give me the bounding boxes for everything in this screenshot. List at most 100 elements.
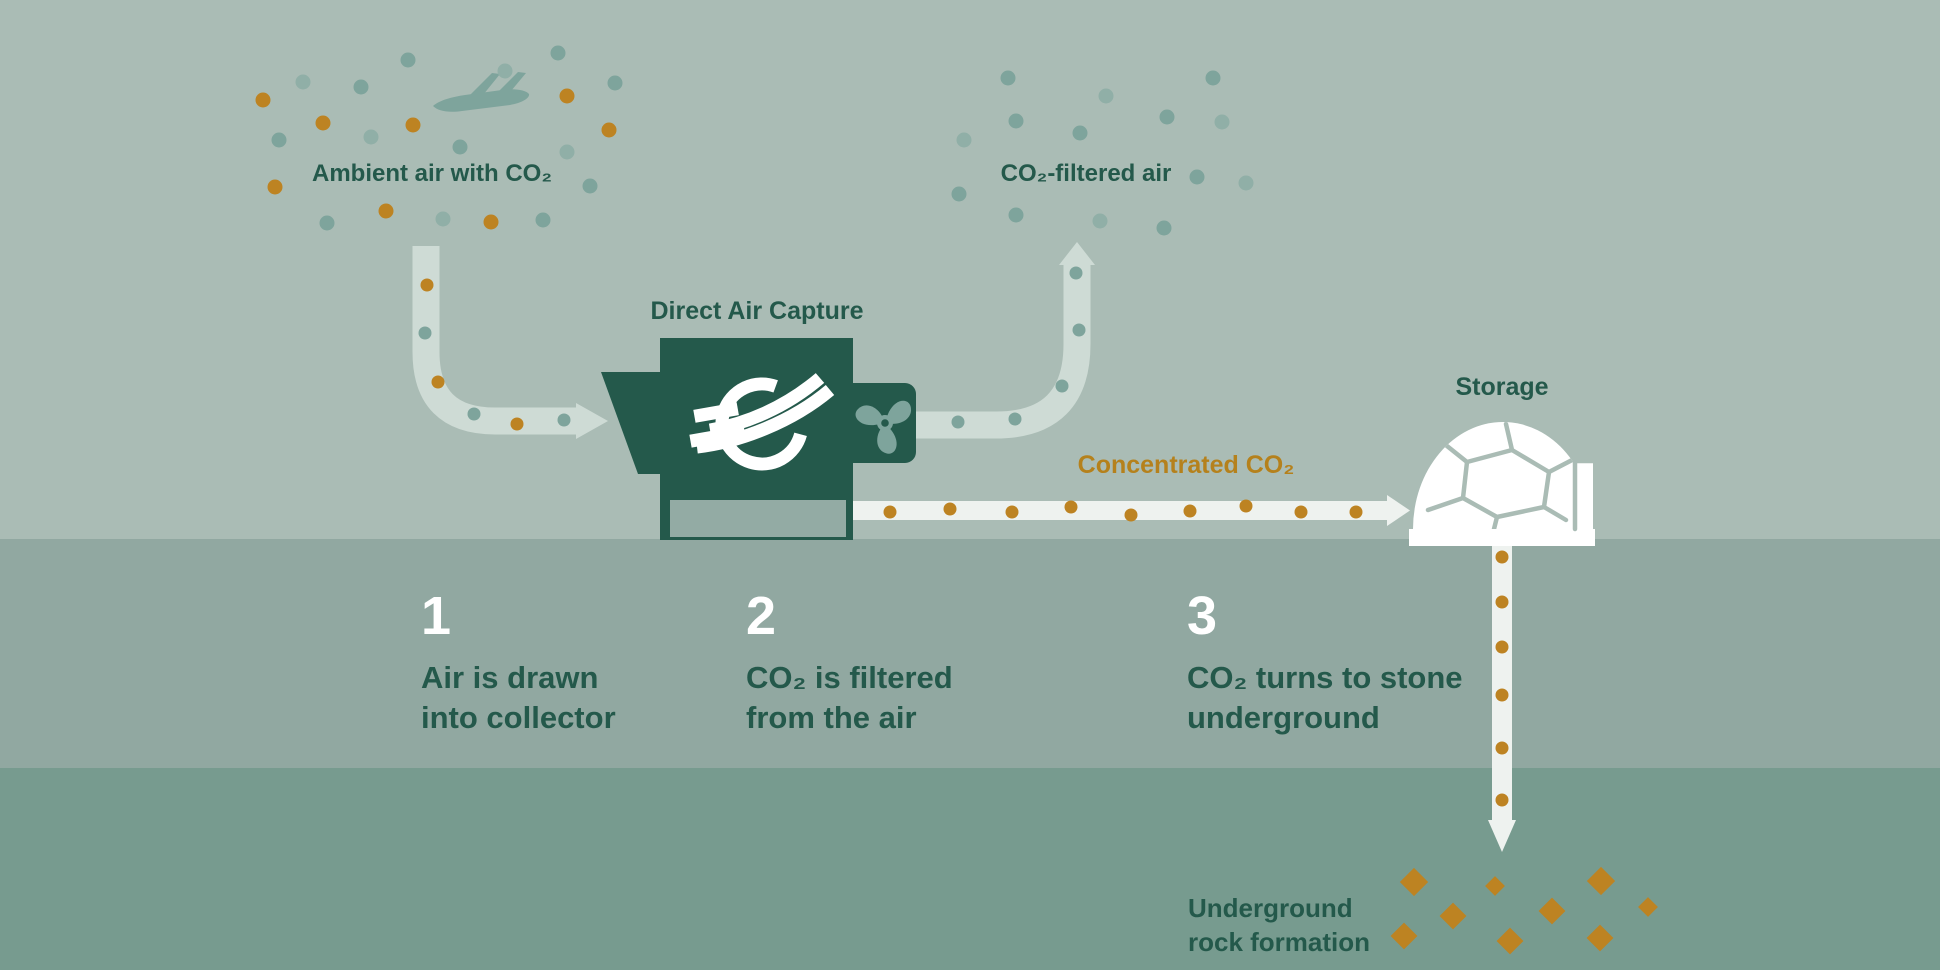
air-dot [452,139,468,155]
arrow-up-icon [1059,242,1095,265]
storage-label: Storage [1455,373,1549,401]
co2-dot [1495,741,1509,755]
intake-pipe [412,246,608,439]
air-dot [319,215,335,231]
air-dot [1072,323,1086,337]
rock-formation-diamonds [1390,866,1658,955]
dome-shell [1413,422,1593,529]
air-dot [1156,220,1172,236]
co2-dot [1124,508,1138,522]
co2-dot [1005,505,1019,519]
co2-dot [1349,505,1363,519]
air-dot [951,186,967,202]
co2-dot [1495,640,1509,654]
co2-dot [1495,793,1509,807]
air-dot [1092,213,1108,229]
air-dot [1008,113,1024,129]
concentrated-co2-label: Concentrated CO₂ [1077,451,1295,479]
air-dot [1205,70,1221,86]
arrow-down-icon [1488,820,1516,852]
air-dot [510,417,524,431]
air-dot [378,203,394,219]
ambient-air-label: Ambient air with CO₂ [311,160,553,187]
rock-diamond [1638,897,1658,917]
concentrated-co2-pipe [690,495,1410,526]
injection-pipe-dots [1495,550,1509,807]
air-dot [1098,88,1114,104]
air-dot [1214,114,1230,130]
filtered-air-dots [951,70,1254,236]
co2-dot [1183,504,1197,518]
air-dot [400,52,416,68]
rock-diamond [1538,897,1566,925]
step-2-number: 2 [746,586,777,646]
underground-rock-label: Underground rock formation [1188,893,1371,957]
exhaust-pipe-dots [951,266,1086,429]
air-dot [956,132,972,148]
rock-diamond [1390,922,1418,950]
air-dot [405,117,421,133]
ambient-air-dots [255,45,623,231]
rock-diamond [1399,867,1429,897]
air-dot [550,45,566,61]
air-dot [353,79,369,95]
airplane-icon [433,72,530,112]
dome-side-tower [1577,463,1593,529]
arrow-right-icon [1387,495,1410,526]
air-dot [295,74,311,90]
rock-diamond [1586,924,1614,952]
step-1-number: 1 [421,586,452,646]
air-dot [431,375,445,389]
air-dot [1238,175,1254,191]
air-dot [535,212,551,228]
air-dot [420,278,434,292]
step-1-text: Air is drawn into collector [421,660,616,735]
co2-dot [1239,499,1253,513]
co2-dot [1064,500,1078,514]
air-dot [271,132,287,148]
air-dot [607,75,623,91]
climeworks-logo-icon [689,373,835,471]
step-2-text: CO₂ is filtered from the air [746,660,953,735]
co2-dot [943,502,957,516]
air-dot [418,326,432,340]
air-dot [557,413,571,427]
air-dot [559,88,575,104]
co2-dot [1495,595,1509,609]
step-1: 1 Air is drawn into collector [421,589,616,738]
intake-pipe-dots [418,278,571,431]
air-dot [467,407,481,421]
air-dot [951,415,965,429]
dac-machine [601,338,916,540]
ground-lower-band [0,768,1940,970]
co2-pipe-dots [883,499,1363,522]
air-dot [497,63,513,79]
step-3-number: 3 [1187,586,1218,646]
air-dot [1159,109,1175,125]
exhaust-pipe [910,242,1095,439]
air-dot [1072,125,1088,141]
air-dot [1069,266,1083,280]
air-dot [1008,207,1024,223]
co2-dot [1495,688,1509,702]
co2-dot [1495,550,1509,564]
air-dot [601,122,617,138]
collector-funnel [601,372,660,474]
air-dot [1189,169,1205,185]
air-dot [1055,379,1069,393]
storage-dome-icon [1409,422,1597,546]
rock-diamond [1439,902,1467,930]
co2-dot [883,505,897,519]
step-3: 3 CO₂ turns to stone underground [1187,589,1463,738]
air-dot [267,179,283,195]
air-dot [1000,70,1016,86]
air-dot [363,129,379,145]
dac-label: Direct Air Capture [650,297,864,325]
air-dot [1008,412,1022,426]
step-2: 2 CO₂ is filtered from the air [746,589,953,738]
rock-diamond [1485,876,1505,896]
air-dot [582,178,598,194]
air-dot [559,144,575,160]
